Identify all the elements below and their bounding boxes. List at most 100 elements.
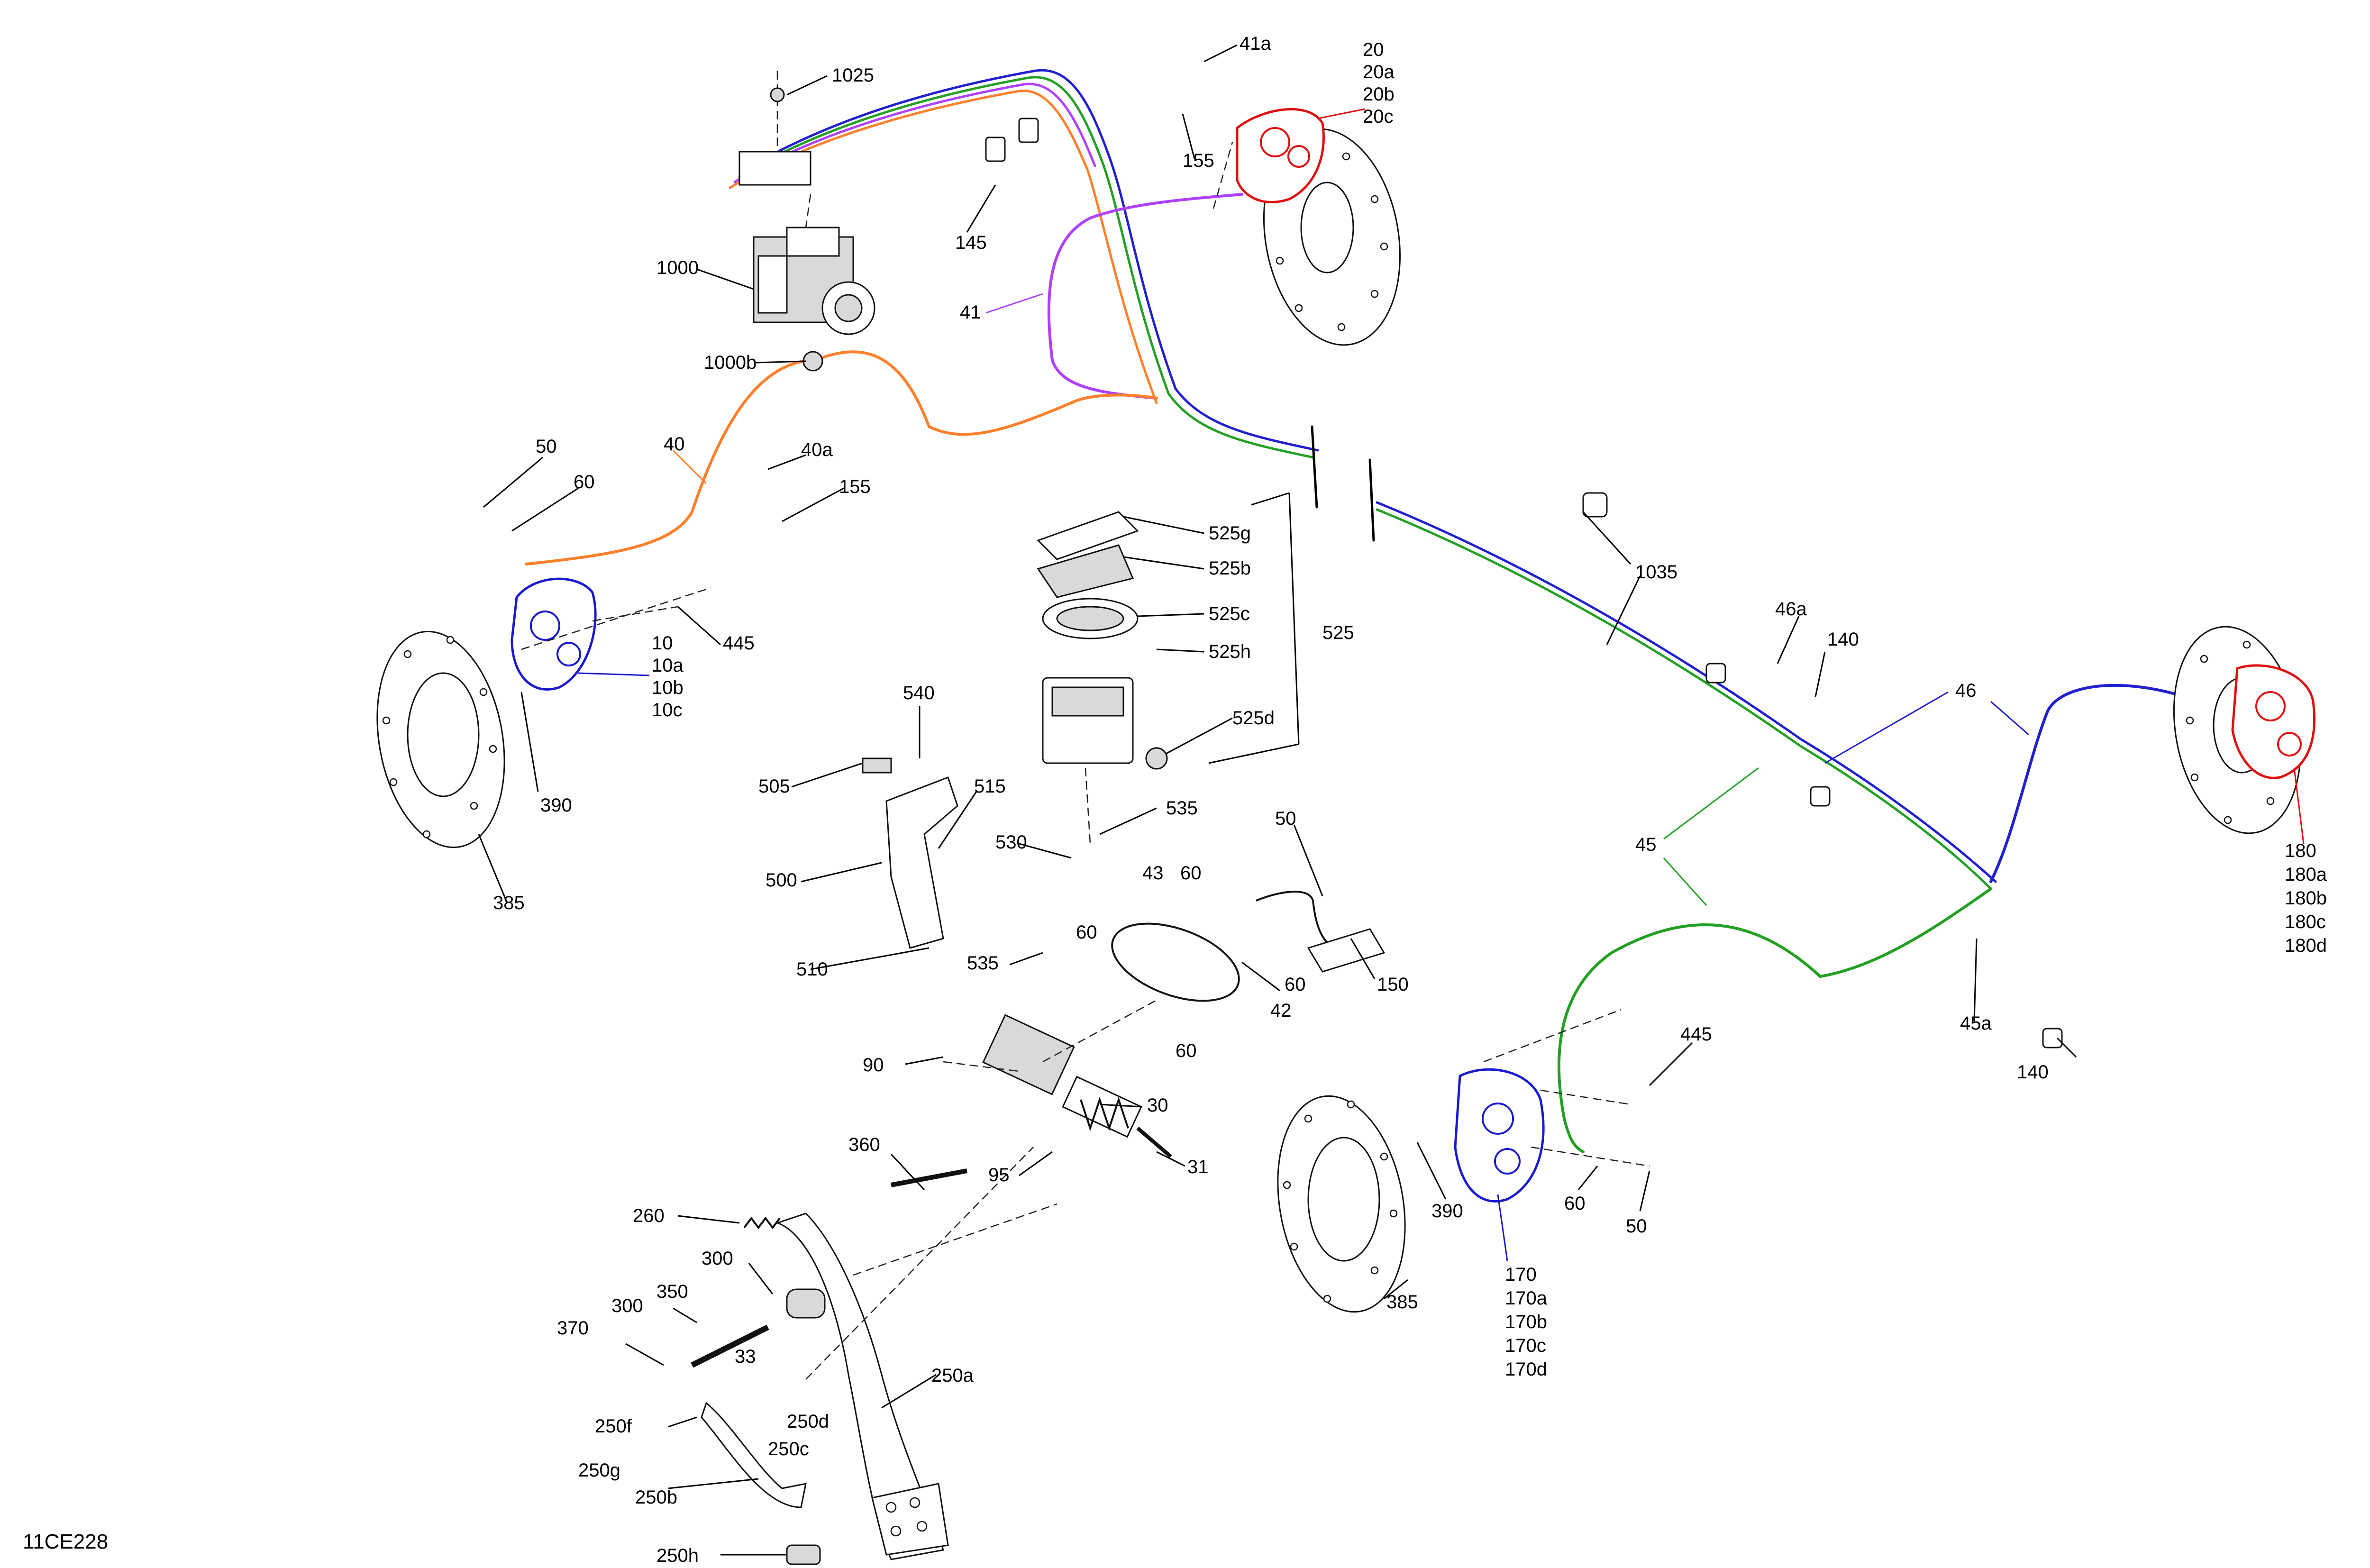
callout-155-mid: 155 (839, 476, 871, 497)
callout-45: 45 (1635, 834, 1657, 855)
callout-10c: 10c (652, 700, 683, 720)
callout-170c: 170c (1505, 1335, 1546, 1356)
assembly-dash-lines (521, 142, 1650, 1167)
callout-155-top: 155 (1183, 150, 1214, 171)
callout-515: 515 (974, 776, 1006, 797)
rear-left-disc (1277, 1095, 1406, 1313)
callout-180c: 180c (2285, 912, 2326, 932)
callout-250f: 250f (595, 1416, 632, 1437)
callout-140-b: 140 (2017, 1062, 2049, 1083)
callout-90: 90 (863, 1055, 884, 1076)
line-break-mark-left (1311, 425, 1318, 509)
callout-170d: 170d (1505, 1359, 1547, 1380)
brake-pedal-assembly (691, 1147, 1057, 1565)
front-right-caliper-red (1236, 108, 1325, 203)
callout-525b: 525b (1209, 558, 1251, 579)
abs-module (753, 227, 875, 372)
callout-leaders (478, 44, 2305, 1556)
callout-385-left: 385 (493, 893, 525, 913)
callout-525g: 525g (1209, 523, 1251, 544)
line-bundle-upper-blue (743, 69, 1319, 452)
line-bundle-rear-blue (1376, 501, 1997, 883)
callout-46: 46 (1955, 680, 1977, 701)
abs-fitting-block (738, 71, 811, 186)
line-bundle-rear-green (1376, 508, 1992, 890)
callout-40: 40 (664, 434, 685, 455)
callout-10: 10 (652, 633, 673, 654)
front-left-caliper-blue (510, 577, 597, 691)
callout-250b: 250b (635, 1487, 677, 1508)
callout-250a: 250a (931, 1365, 974, 1386)
callout-510: 510 (796, 959, 828, 980)
callout-20b: 20b (1363, 84, 1395, 105)
master-cylinder (943, 999, 1172, 1158)
callout-180b: 180b (2285, 888, 2327, 909)
callout-525: 525 (1322, 622, 1354, 643)
callout-50-mid: 50 (1275, 808, 1296, 829)
callout-250c: 250c (768, 1439, 809, 1459)
line-41-purple (1047, 193, 1243, 400)
callout-370: 370 (557, 1318, 589, 1339)
callout-30: 30 (1147, 1095, 1168, 1116)
callout-46a: 46a (1775, 599, 1807, 620)
rear-left-caliper-blue (1454, 1068, 1545, 1203)
callout-labels: 1025 41a 20 20a 20b 20c 155 145 1000 100… (493, 33, 2327, 1566)
callout-140-a: 140 (1827, 629, 1859, 650)
callout-250d: 250d (787, 1411, 829, 1432)
callout-1035: 1035 (1635, 562, 1677, 583)
callout-445-right: 445 (1680, 1024, 1712, 1045)
callout-525c: 525c (1209, 603, 1250, 624)
callout-20a: 20a (1363, 62, 1395, 82)
callout-60-d: 60 (1176, 1040, 1197, 1061)
callout-95: 95 (988, 1165, 1010, 1185)
callout-150: 150 (1377, 974, 1409, 995)
callout-180d: 180d (2285, 935, 2327, 956)
parts (376, 71, 2315, 1565)
callout-260: 260 (633, 1205, 665, 1226)
line-clips (985, 118, 2063, 1048)
callout-31: 31 (1187, 1157, 1209, 1177)
line-45-green (1557, 887, 1992, 1153)
callout-535-top: 535 (1166, 798, 1198, 819)
callout-535-low: 535 (967, 953, 999, 974)
line-40-orange-left (525, 359, 817, 565)
front-left-disc (376, 630, 505, 848)
line-40-orange (814, 350, 1158, 436)
line-bundle-upper-green (738, 76, 1314, 459)
callout-41a: 41a (1240, 33, 1271, 54)
callout-540: 540 (903, 683, 935, 703)
callout-300-b: 300 (611, 1295, 643, 1316)
callout-360: 360 (848, 1134, 880, 1155)
callout-180a: 180a (2285, 864, 2327, 885)
callout-170a: 170a (1505, 1288, 1548, 1309)
callout-40a: 40a (801, 439, 833, 460)
rear-right-caliper-red (2231, 664, 2315, 779)
callout-1025: 1025 (832, 65, 874, 86)
callout-170b: 170b (1505, 1312, 1547, 1332)
line-42-loop (1111, 922, 1240, 1002)
callout-60-c: 60 (1285, 974, 1306, 995)
callout-385-right: 385 (1386, 1292, 1418, 1313)
callout-43: 43 (1142, 863, 1164, 884)
callout-60-right: 60 (1564, 1193, 1586, 1214)
callout-20: 20 (1363, 39, 1384, 60)
callout-525d: 525d (1232, 708, 1275, 729)
callout-50-left: 50 (536, 436, 557, 457)
callout-525h: 525h (1209, 641, 1251, 662)
line-break-mark-right (1368, 458, 1375, 542)
callout-300-a: 300 (702, 1248, 733, 1269)
callout-33: 33 (735, 1346, 756, 1367)
callout-250h: 250h (656, 1545, 699, 1566)
callout-1000: 1000 (656, 257, 699, 278)
callout-170: 170 (1505, 1264, 1537, 1285)
callout-500: 500 (766, 870, 797, 891)
callout-50-right: 50 (1626, 1216, 1647, 1237)
callout-530: 530 (995, 832, 1027, 853)
line-bundle-upper-orange (729, 89, 1158, 404)
callout-10a: 10a (652, 655, 684, 676)
callout-60-a: 60 (1180, 863, 1202, 884)
callout-445-left: 445 (723, 633, 755, 654)
callout-10b: 10b (652, 677, 684, 698)
